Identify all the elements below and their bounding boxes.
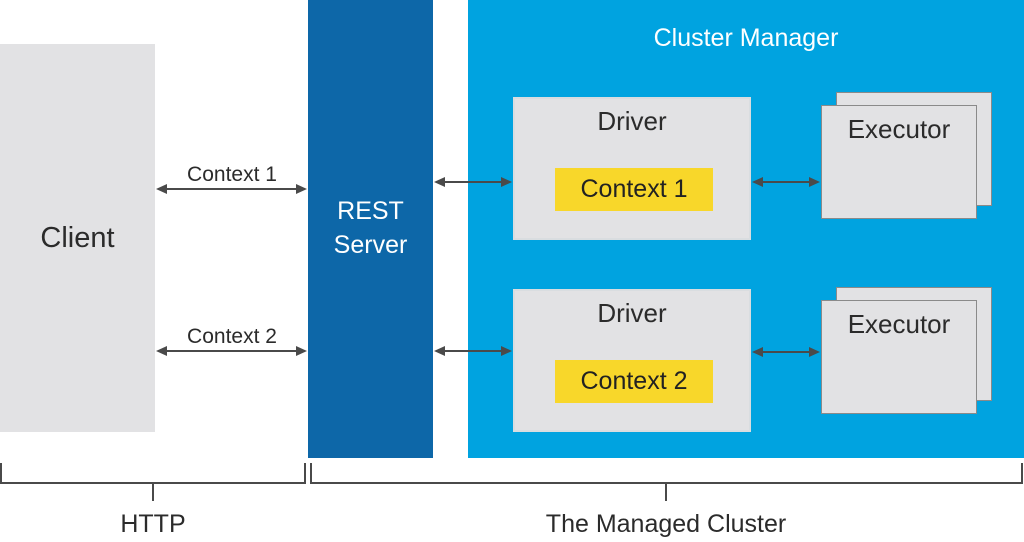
executor-1-box: Executor bbox=[821, 105, 977, 219]
rest-server-label-line1: REST bbox=[337, 197, 404, 226]
rest-server-label-line2: Server bbox=[333, 231, 408, 259]
driver-1-label: Driver bbox=[597, 106, 667, 136]
executor-2-label: Executor bbox=[847, 309, 951, 339]
executor-2-box: Executor bbox=[821, 300, 977, 414]
client-rest-link-2-label: Context 2 bbox=[187, 325, 277, 348]
client-rest-link-1-label: Context 1 bbox=[187, 163, 277, 186]
managed-cluster-span-bracket bbox=[310, 463, 1023, 501]
driver-2-label: Driver bbox=[597, 298, 667, 328]
client-label: Client bbox=[40, 221, 115, 254]
context-2-chip: Context 2 bbox=[555, 360, 713, 403]
http-span-label: HTTP bbox=[120, 510, 186, 538]
cluster-manager-title: Cluster Manager bbox=[653, 24, 839, 52]
executor-stack-2: Executor bbox=[821, 287, 992, 416]
driver-box-1: Driver Context 1 bbox=[513, 97, 751, 240]
driver-box-2: Driver Context 2 bbox=[513, 289, 751, 432]
http-span-bracket bbox=[0, 463, 306, 501]
client-box: Client bbox=[0, 44, 155, 432]
rest-server-box: REST Server bbox=[308, 0, 433, 458]
executor-1-label: Executor bbox=[847, 114, 951, 144]
executor-stack-1: Executor bbox=[821, 92, 992, 221]
managed-cluster-span-label: The Managed Cluster bbox=[545, 510, 787, 538]
context-1-chip: Context 1 bbox=[555, 168, 713, 211]
